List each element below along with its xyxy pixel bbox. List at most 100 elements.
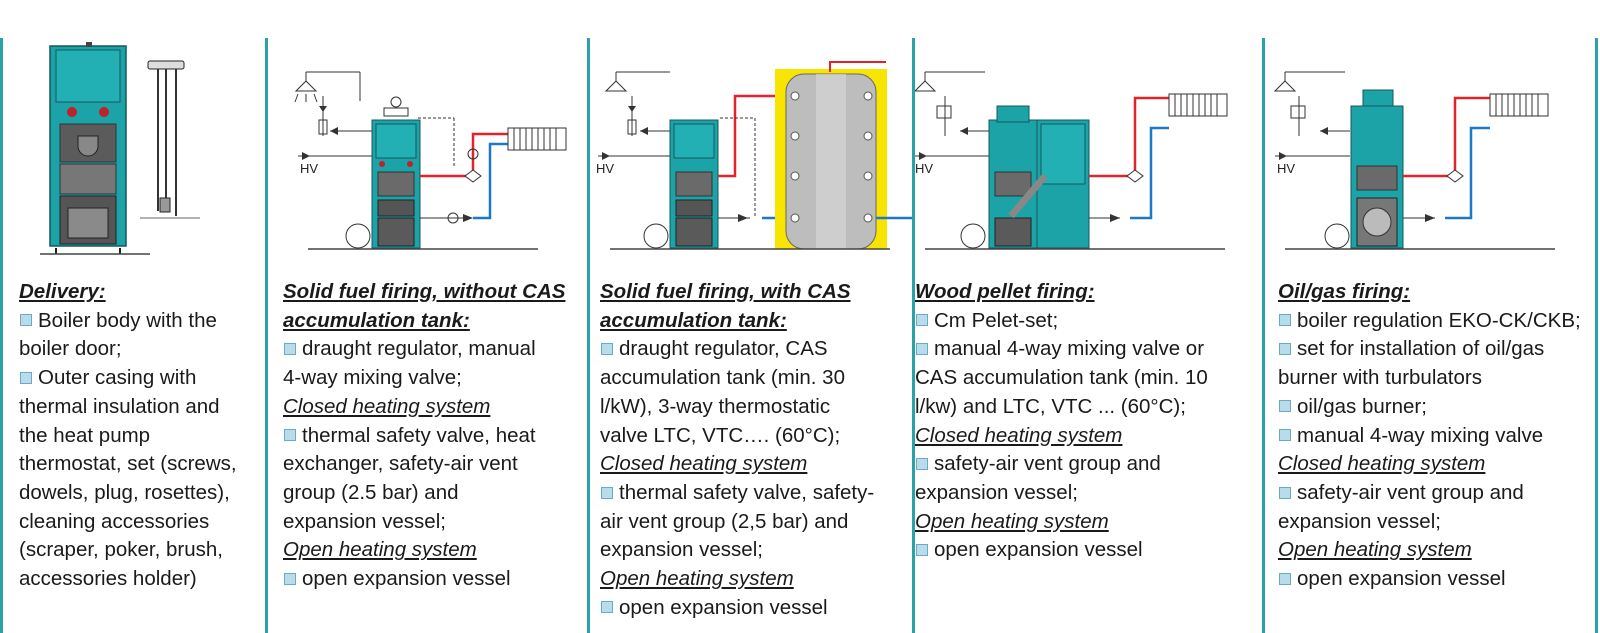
column-text: Delivery: Boiler body with the boiler door… [19, 278, 237, 594]
line-text: air vent group (2,5 bar) and [600, 509, 849, 533]
heating-schematic: HV [294, 71, 567, 250]
line-text: expansion vessel; [600, 538, 763, 562]
line-text: exchanger, safety-air vent [283, 452, 518, 476]
shower-icon [294, 76, 318, 103]
bullet-item: safety-air vent group and [915, 450, 1208, 479]
hv-label: HV [1277, 161, 1295, 176]
text-line: valve LTC, VTC…. (60°C); [600, 422, 874, 451]
text-line: boiler door; [19, 335, 237, 364]
text-line: expansion vessel; [600, 536, 874, 565]
bullet-item: safety-air vent group and [1278, 479, 1581, 508]
square-bullet-icon [601, 486, 613, 499]
line-text: expansion vessel; [915, 480, 1078, 504]
line-text: boiler door; [19, 337, 122, 361]
line-text: dowels, plug, rosettes), [19, 480, 230, 504]
line-text: valve LTC, VTC…. (60°C); [600, 423, 841, 447]
text-line: group (2.5 bar) and [283, 479, 565, 508]
column-divider [1262, 38, 1265, 633]
hv-label: HV [300, 161, 318, 176]
text-line: thermostat, set (screws, [19, 450, 237, 479]
system-subheading: Open heating system [1278, 536, 1581, 565]
line-text: 4-way mixing valve; [283, 366, 462, 390]
line-text: open expansion vessel [302, 567, 511, 591]
bullet-item: boiler regulation EKO-CK/CKB; [1278, 307, 1581, 336]
line-text: safety-air vent group and [934, 452, 1161, 476]
bullet-item: open expansion vessel [283, 565, 565, 594]
square-bullet-icon [1279, 572, 1291, 585]
square-bullet-icon [916, 342, 928, 355]
line-text: thermal safety valve, heat [302, 423, 536, 447]
bullet-item: open expansion vessel [600, 594, 874, 623]
text-line: exchanger, safety-air vent [283, 450, 565, 479]
hv-label: HV [596, 161, 614, 176]
square-bullet-icon [1279, 342, 1291, 355]
system-subheading: Closed heating system [283, 393, 565, 422]
text-line: accessories holder) [19, 565, 237, 594]
text-line: l/kw) and LTC, VTC ... (60°C); [915, 393, 1208, 422]
system-subheading: Closed heating system [915, 422, 1208, 451]
text-line: cleaning accessories [19, 508, 237, 537]
line-text: open expansion vessel [934, 538, 1143, 562]
square-bullet-icon [1279, 486, 1291, 499]
text-line: the heat pump [19, 422, 237, 451]
column-text: Wood pellet firing: Cm Pelet-set;manual 4… [915, 278, 1208, 565]
line-text: group (2.5 bar) and [283, 480, 459, 504]
section-title: Wood pellet firing: [915, 280, 1095, 303]
column-divider [1595, 38, 1598, 633]
line-text: (scraper, poker, brush, [19, 538, 223, 562]
line-text: manual 4-way mixing valve or [934, 337, 1205, 361]
column-wood-pellet: HV Wood pellet firing: Cm Pelet-set;manua… [915, 0, 1262, 633]
line-text: draught regulator, manual [302, 337, 536, 361]
line-text: Outer casing with [38, 366, 197, 390]
bullet-item: set for installation of oil/gas [1278, 335, 1581, 364]
line-text: the heat pump [19, 423, 151, 447]
line-text: burner with turbulators [1278, 366, 1482, 390]
section-title: accumulation tank: [600, 308, 787, 332]
column-oil-gas: HV Oil/gas firing:boiler regulation EKO-… [1265, 0, 1595, 633]
line-text: thermostat, set (screws, [19, 452, 237, 476]
column-divider [587, 38, 590, 633]
line-text: Open heating system [915, 509, 1109, 533]
system-subheading: Closed heating system [1278, 450, 1581, 479]
square-bullet-icon [20, 371, 32, 384]
column-delivery: Delivery: Boiler body with the boiler door… [0, 0, 265, 633]
text-line: dowels, plug, rosettes), [19, 479, 237, 508]
bullet-item: draught regulator, manual [283, 335, 565, 364]
square-bullet-icon [20, 314, 32, 327]
line-text: open expansion vessel [1297, 567, 1506, 591]
text-line: burner with turbulators [1278, 364, 1581, 393]
square-bullet-icon [284, 342, 296, 355]
bullet-item: Cm Pelet-set; [915, 307, 1208, 336]
square-bullet-icon [916, 314, 928, 327]
line-text: Closed heating system [1278, 452, 1486, 476]
text-line: air vent group (2,5 bar) and [600, 508, 874, 537]
section-title: Solid fuel firing, without CAS [283, 280, 566, 303]
text-line: 4-way mixing valve; [283, 364, 565, 393]
hv-label: HV [915, 161, 933, 176]
square-bullet-icon [916, 543, 928, 556]
line-text: accumulation tank (min. 30 [600, 366, 845, 390]
system-subheading: Open heating system [283, 536, 565, 565]
text-line: thermal insulation and [19, 393, 237, 422]
square-bullet-icon [601, 342, 613, 355]
text-line: expansion vessel; [915, 479, 1208, 508]
text-line: accumulation tank (min. 30 [600, 364, 874, 393]
system-subheading: Open heating system [915, 508, 1208, 537]
line-text: Open heating system [600, 567, 794, 591]
line-text: l/kW), 3-way thermostatic [600, 394, 831, 418]
line-text: Boiler body with the [38, 308, 217, 332]
text-line: expansion vessel; [1278, 508, 1581, 537]
square-bullet-icon [916, 457, 928, 470]
text-line: (scraper, poker, brush, [19, 536, 237, 565]
bullet-item: Boiler body with the [19, 307, 237, 336]
heating-schematic: HV [1273, 71, 1555, 250]
column-divider [265, 38, 268, 633]
line-text: cleaning accessories [19, 509, 210, 533]
text-line: expansion vessel; [283, 508, 565, 537]
square-bullet-icon [1279, 400, 1291, 413]
section-title: Delivery: [19, 280, 106, 303]
